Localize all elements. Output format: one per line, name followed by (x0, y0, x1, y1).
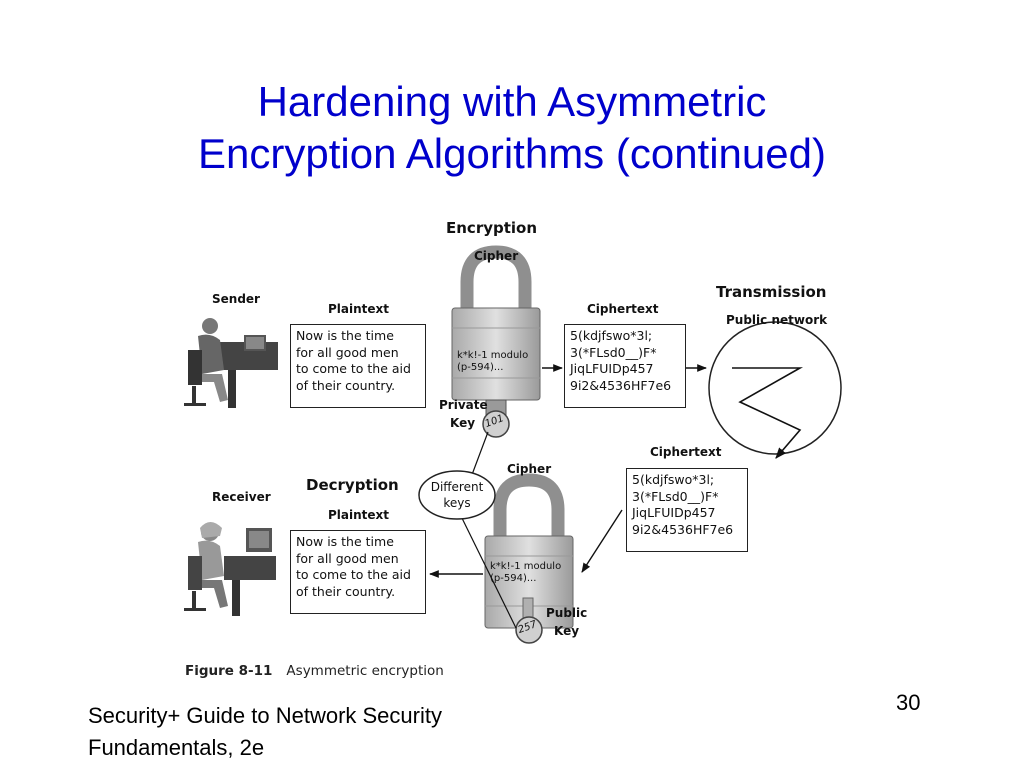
public-key-icon (515, 597, 543, 644)
cipher-top-label: Cipher (474, 249, 519, 263)
plaintext-top-label: Plaintext (328, 302, 390, 316)
private-key-label-1: Private (439, 398, 488, 412)
different-keys-label-2: keys (443, 496, 471, 510)
plaintext-bottom-line: Now is the time (296, 534, 394, 549)
cipher-bottom-label: Cipher (507, 462, 552, 476)
plaintext-top-line: of their country. (296, 377, 396, 393)
cipher-bottom-line: k*k!-1 modulo (490, 561, 562, 572)
plaintext-top-line: Now is the time (296, 328, 394, 343)
figure-caption: Figure 8-11 Asymmetric encryption (185, 663, 444, 679)
plaintext-top-line: for all good men (296, 344, 399, 360)
private-key-icon (482, 399, 510, 438)
footer-line-2: Fundamentals, 2e (88, 735, 265, 760)
public-key-label-1: Public (546, 606, 588, 620)
plaintext-top-box: Now is the time for all good men to come… (290, 324, 426, 408)
title-line-2: Encryption Algorithms (continued) (198, 130, 826, 177)
encryption-lock-icon (451, 245, 541, 401)
ciphertext-top-line: 5(kdjfswo*3l; (570, 328, 653, 343)
ciphertext-bottom-line: 5(kdjfswo*3l; (632, 472, 715, 487)
ciphertext-bottom-label: Ciphertext (650, 445, 722, 459)
plaintext-bottom-line: to come to the aid (296, 567, 411, 582)
title-line-1: Hardening with Asymmetric (257, 78, 767, 125)
slide-title: Hardening with Asymmetric Encryption Alg… (0, 76, 1024, 180)
different-keys-oval (418, 470, 496, 520)
connector-to-private-key (469, 431, 489, 481)
figure-number: Figure 8-11 (185, 663, 273, 679)
footer-line-1: Security+ Guide to Network Security (88, 703, 442, 728)
cipher-top-line: k*k!-1 modulo (457, 350, 529, 361)
ciphertext-top-box: 5(kdjfswo*3l; 3(*FLsd0__)F* JiqLFUIDp457… (564, 324, 686, 408)
ciphertext-top-label: Ciphertext (587, 302, 659, 316)
ciphertext-top-line: 9i2&4536HF7e6 (570, 377, 672, 393)
connector-to-public-key (457, 509, 517, 629)
footer: Security+ Guide to Network Security Fund… (88, 700, 442, 764)
ciphertext-bottom-line: JiqLFUIDp457 (632, 505, 716, 520)
diagram-graphics (184, 245, 842, 644)
receiver-computer-icon (184, 522, 276, 616)
cipher-top-text: k*k!-1 modulo (p-594)... (457, 350, 528, 374)
figure-caption-text: Asymmetric encryption (286, 663, 444, 679)
public-network-icon (708, 321, 842, 459)
private-key-label-2: Key (450, 416, 476, 430)
public-network-label: Public network (726, 313, 828, 327)
decryption-label: Decryption (306, 476, 399, 494)
page-number: 30 (896, 690, 921, 715)
transmission-label: Transmission (716, 283, 827, 301)
encryption-label: Encryption (446, 219, 538, 237)
different-keys-label-1: Different (430, 480, 484, 494)
asymmetric-encryption-diagram: Encryption Cipher Sender Plaintext Now i… (180, 210, 860, 690)
plaintext-bottom-line: for all good men (296, 550, 399, 566)
cipher-bottom-text: k*k!-1 modulo (p-594)... (490, 561, 561, 585)
sender-computer-icon (184, 318, 278, 408)
plaintext-bottom-line: of their country. (296, 583, 396, 599)
decryption-lock-icon (484, 473, 574, 629)
plaintext-bottom-label: Plaintext (328, 508, 390, 522)
ciphertext-bottom-line: 9i2&4536HF7e6 (632, 521, 734, 537)
ciphertext-bottom-box: 5(kdjfswo*3l; 3(*FLsd0__)F* JiqLFUIDp457… (626, 468, 748, 552)
receiver-label: Receiver (212, 490, 271, 504)
sender-label: Sender (212, 292, 260, 306)
plaintext-bottom-box: Now is the time for all good men to come… (290, 530, 426, 614)
public-key-label-2: Key (554, 624, 580, 638)
arrow-ciphertext-to-cipher (581, 509, 623, 573)
ciphertext-top-line: JiqLFUIDp457 (570, 361, 654, 376)
cipher-top-line: (p-594)... (457, 362, 504, 373)
plaintext-top-line: to come to the aid (296, 361, 411, 376)
cipher-bottom-line: (p-594)... (490, 573, 537, 584)
ciphertext-bottom-line: 3(*FLsd0__)F* (632, 488, 719, 504)
ciphertext-top-line: 3(*FLsd0__)F* (570, 344, 657, 360)
